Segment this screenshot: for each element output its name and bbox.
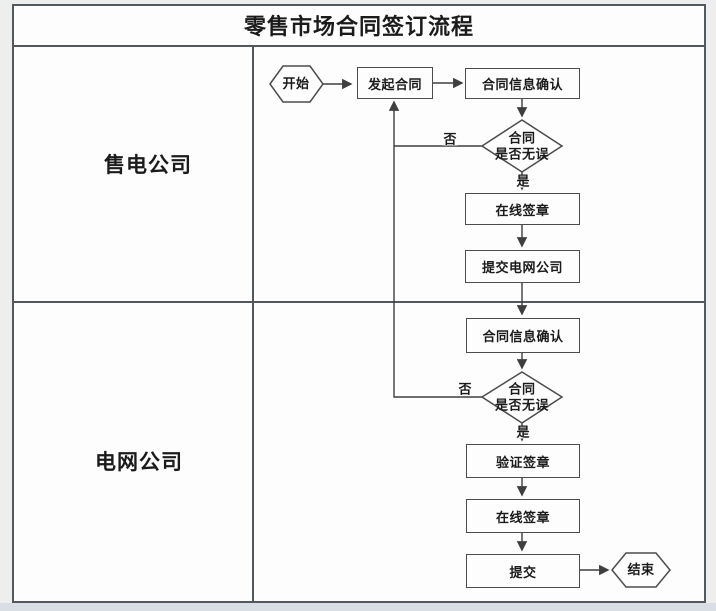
decision-sales-label-line2: 是否无误: [494, 146, 550, 161]
yes-label-sales: 是: [515, 173, 531, 189]
confirm-info-node-grid: 合同信息确认: [466, 318, 580, 353]
decision-grid-label: 合同 是否无误: [495, 381, 549, 412]
lane-divider-horizontal: [12, 301, 706, 303]
verify-signature-node: 验证签章: [466, 444, 580, 478]
no-label-grid: 否: [457, 381, 473, 397]
lane-label-grid-company: 电网公司: [95, 451, 183, 474]
submit-to-grid-node: 提交电网公司: [465, 250, 580, 283]
lane-divider-vertical: [252, 47, 254, 603]
flowchart-frame: [12, 4, 706, 603]
confirm-info-node-sales: 合同信息确认: [465, 68, 580, 99]
decision-grid-label-line2: 是否无误: [494, 397, 550, 412]
online-sign-node-sales: 在线签章: [465, 193, 580, 225]
decision-grid-label-line1: 合同: [508, 381, 536, 397]
online-sign-node-grid: 在线签章: [466, 499, 580, 533]
page-title: 零售市场合同签订流程: [243, 13, 474, 39]
decision-sales-label-line1: 合同: [508, 130, 536, 146]
initiate-contract-node: 发起合同: [357, 67, 433, 99]
page-bottom-strip: [0, 603, 716, 611]
lane-label-sales-company: 售电公司: [104, 154, 192, 177]
decision-sales-label: 合同 是否无误: [495, 130, 549, 161]
start-node-label: 开始: [282, 76, 310, 92]
submit-node: 提交: [466, 554, 580, 588]
no-label-sales: 否: [442, 131, 458, 147]
title-bar: 零售市场合同签订流程: [12, 4, 706, 47]
yes-label-grid: 是: [515, 424, 531, 440]
end-node-label: 结束: [627, 562, 655, 578]
